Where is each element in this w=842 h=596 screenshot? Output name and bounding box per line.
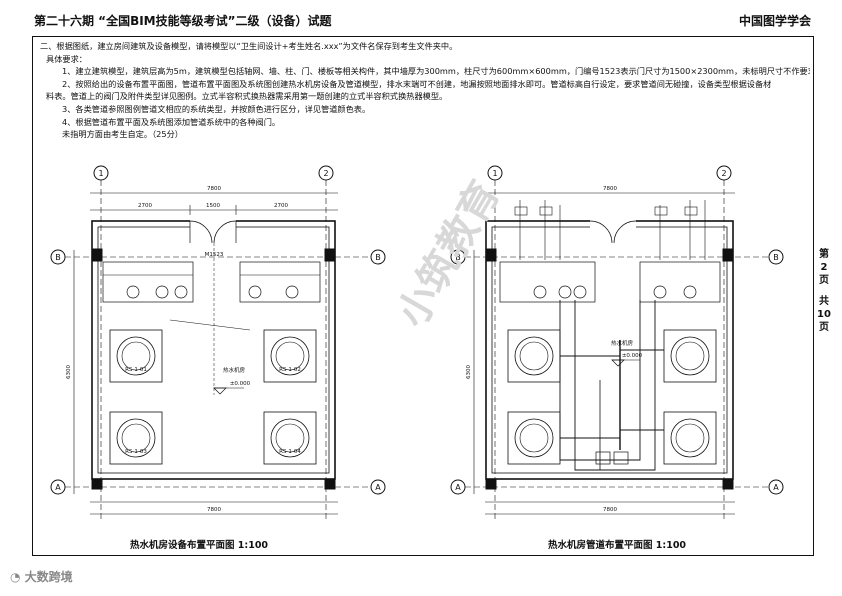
heater-box: [109, 329, 163, 383]
instructions-block: 二、根据图纸，建立房间建筑及设备模型，请将模型以“卫生间设计+考生姓名.xxx”…: [40, 40, 810, 141]
dimension-text: 7800: [603, 186, 617, 192]
right-floor-plan: [450, 165, 784, 520]
axis-label: A: [55, 483, 61, 492]
instruction-line: 2、按照给出的设备布置平面图，管道布置平面图及系统图创建热水机房设备及管道模型，…: [62, 78, 772, 89]
source-watermark: ◔ 大数跨境: [10, 568, 73, 585]
instruction-line: 未指明方面由考生自定。（25分）: [62, 129, 183, 140]
door-tag: M1523: [205, 252, 224, 258]
dimension-text: 2700: [274, 203, 288, 209]
axis-label: B: [55, 253, 61, 262]
dimension-text: 1500: [206, 203, 220, 209]
instruction-line: 4、根据管道布置平面及系统图添加管道系统中的各种阀门。: [62, 116, 281, 127]
watermark-text: 大数跨境: [24, 570, 73, 584]
axis-label: 2: [323, 169, 328, 178]
drawing-frame: [32, 36, 814, 556]
axis-label: A: [375, 483, 381, 492]
total-label-char: 共: [819, 296, 829, 307]
axis-label: B: [773, 253, 779, 262]
elevation-text: ±0.000: [622, 353, 643, 359]
axis-bubble-a-right: [370, 479, 386, 495]
watermark-icon: ◔: [10, 570, 25, 584]
total-label-char: 页: [819, 322, 829, 333]
room-label: 热水机房: [223, 366, 246, 374]
equipment-tag: RS-1-01: [125, 367, 147, 373]
instruction-line: 3、各类管道参照图例管道文相应的系统类型，并按颜色进行区分，详见管道颜色表。: [62, 103, 371, 114]
left-drawing-caption: 热水机房设备布置平面图 1:100: [130, 540, 269, 551]
instruction-line: 1、建立建筑模型，建筑层高为5m，建筑模型包括轴网、墙、柱、门、楼板等相关构件，…: [62, 66, 810, 77]
exam-title: 第二十六期 “全国BIM技能等级考试”二级（设备）试题: [34, 14, 332, 28]
axis-label: 2: [721, 169, 726, 178]
dimension-text: 6300: [466, 365, 472, 379]
page-indicator: 第 2 页 共 10 页: [816, 248, 832, 334]
axis-label: B: [375, 253, 381, 262]
axis-label: 1: [98, 169, 103, 178]
instruction-line: 具体要求：: [46, 53, 87, 64]
equipment-tag: RS-1-03: [125, 449, 147, 455]
instruction-line: 料表。管道上的阀门及附件类型详见图例。立式半容积式换热器需采用第一题创建的立式半…: [46, 91, 448, 102]
dimension-text: 7800: [207, 507, 221, 513]
dimension-text: 2700: [138, 203, 152, 209]
elevation-text: ±0.000: [230, 381, 251, 387]
dimension-text: 6300: [66, 365, 72, 379]
axis-label: 1: [492, 169, 497, 178]
dimension-text: 7800: [207, 186, 221, 192]
page-number: 2: [820, 262, 828, 273]
left-floor-plan: [50, 165, 386, 520]
equipment-tag: RS-1-02: [279, 367, 301, 373]
right-drawing-caption: 热水机房管道布置平面图 1:100: [548, 540, 687, 551]
room-label: 热水机房: [611, 339, 634, 347]
organization-name: 中国图学学会: [739, 14, 812, 28]
total-pages: 10: [817, 309, 831, 320]
axis-label: B: [455, 253, 461, 262]
page-label-char: 页: [819, 275, 829, 286]
axis-label: A: [773, 483, 779, 492]
page-label-char: 第: [819, 249, 829, 260]
axis-label: A: [455, 483, 461, 492]
equipment-tag: RS-1-04: [279, 449, 301, 455]
dimension-text: 7800: [603, 507, 617, 513]
axis-bubble-b-right: [370, 249, 386, 265]
instruction-line: 二、根据图纸，建立房间建筑及设备模型，请将模型以“卫生间设计+考生姓名.xxx”…: [40, 41, 458, 51]
